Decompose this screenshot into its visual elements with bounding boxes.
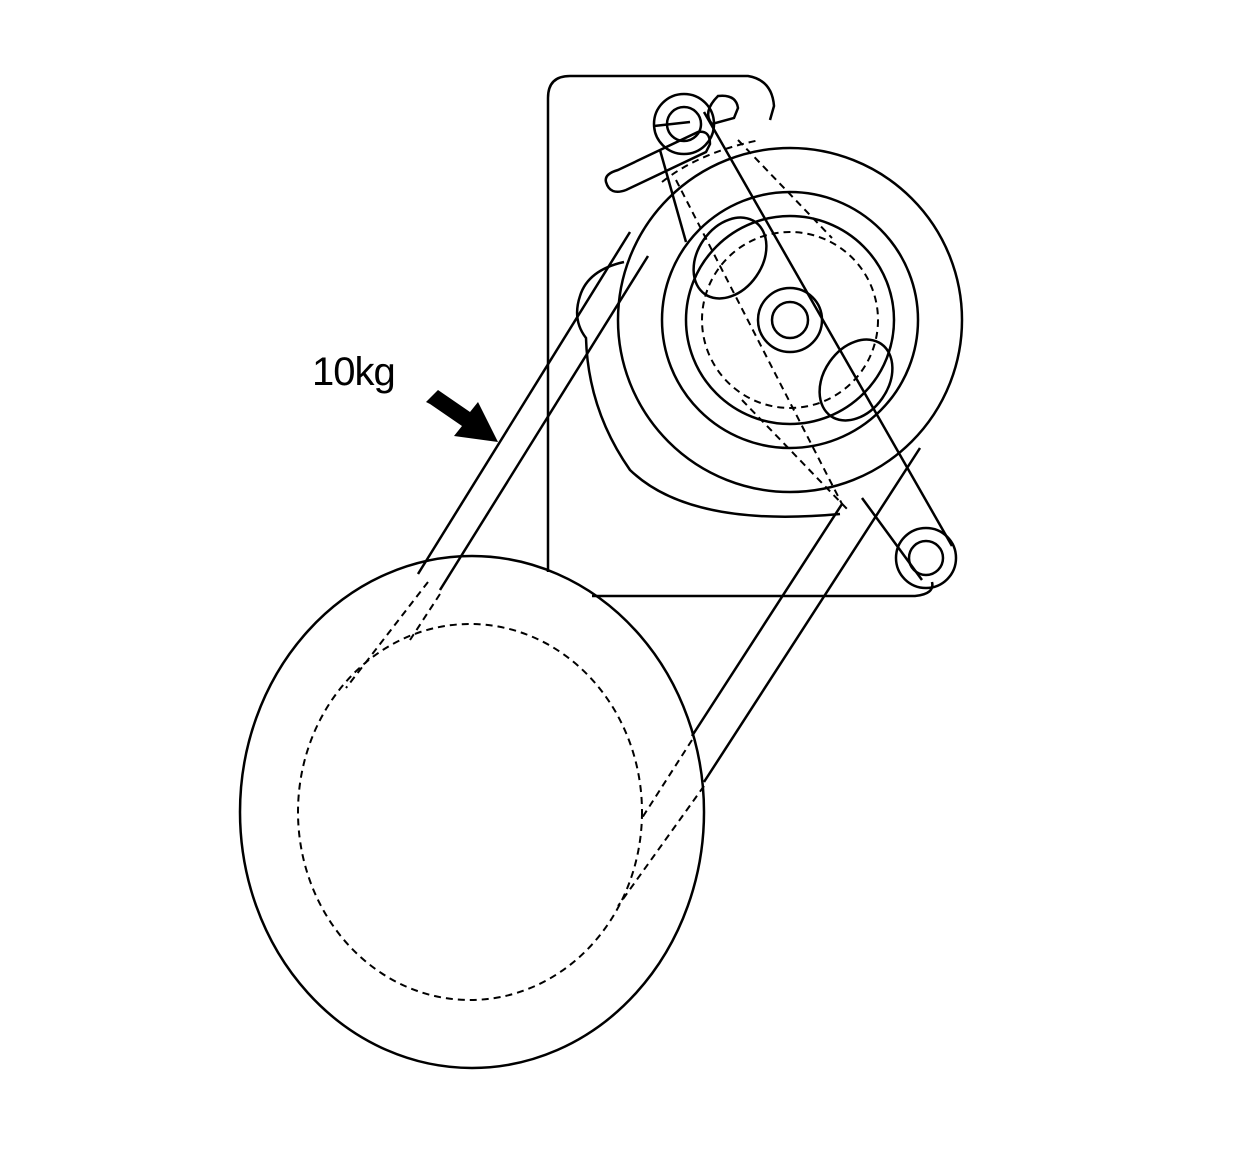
mounting-bracket xyxy=(546,74,934,598)
alternator-pulley xyxy=(616,139,964,494)
crankshaft-pulley xyxy=(238,554,706,1070)
force-arrow xyxy=(426,390,498,442)
alternator-housing xyxy=(575,260,841,518)
drive-belt xyxy=(345,111,954,907)
force-label: 10kg xyxy=(312,350,396,394)
lower-idler-pulley xyxy=(894,526,958,590)
force-arrow-shape xyxy=(426,390,498,442)
